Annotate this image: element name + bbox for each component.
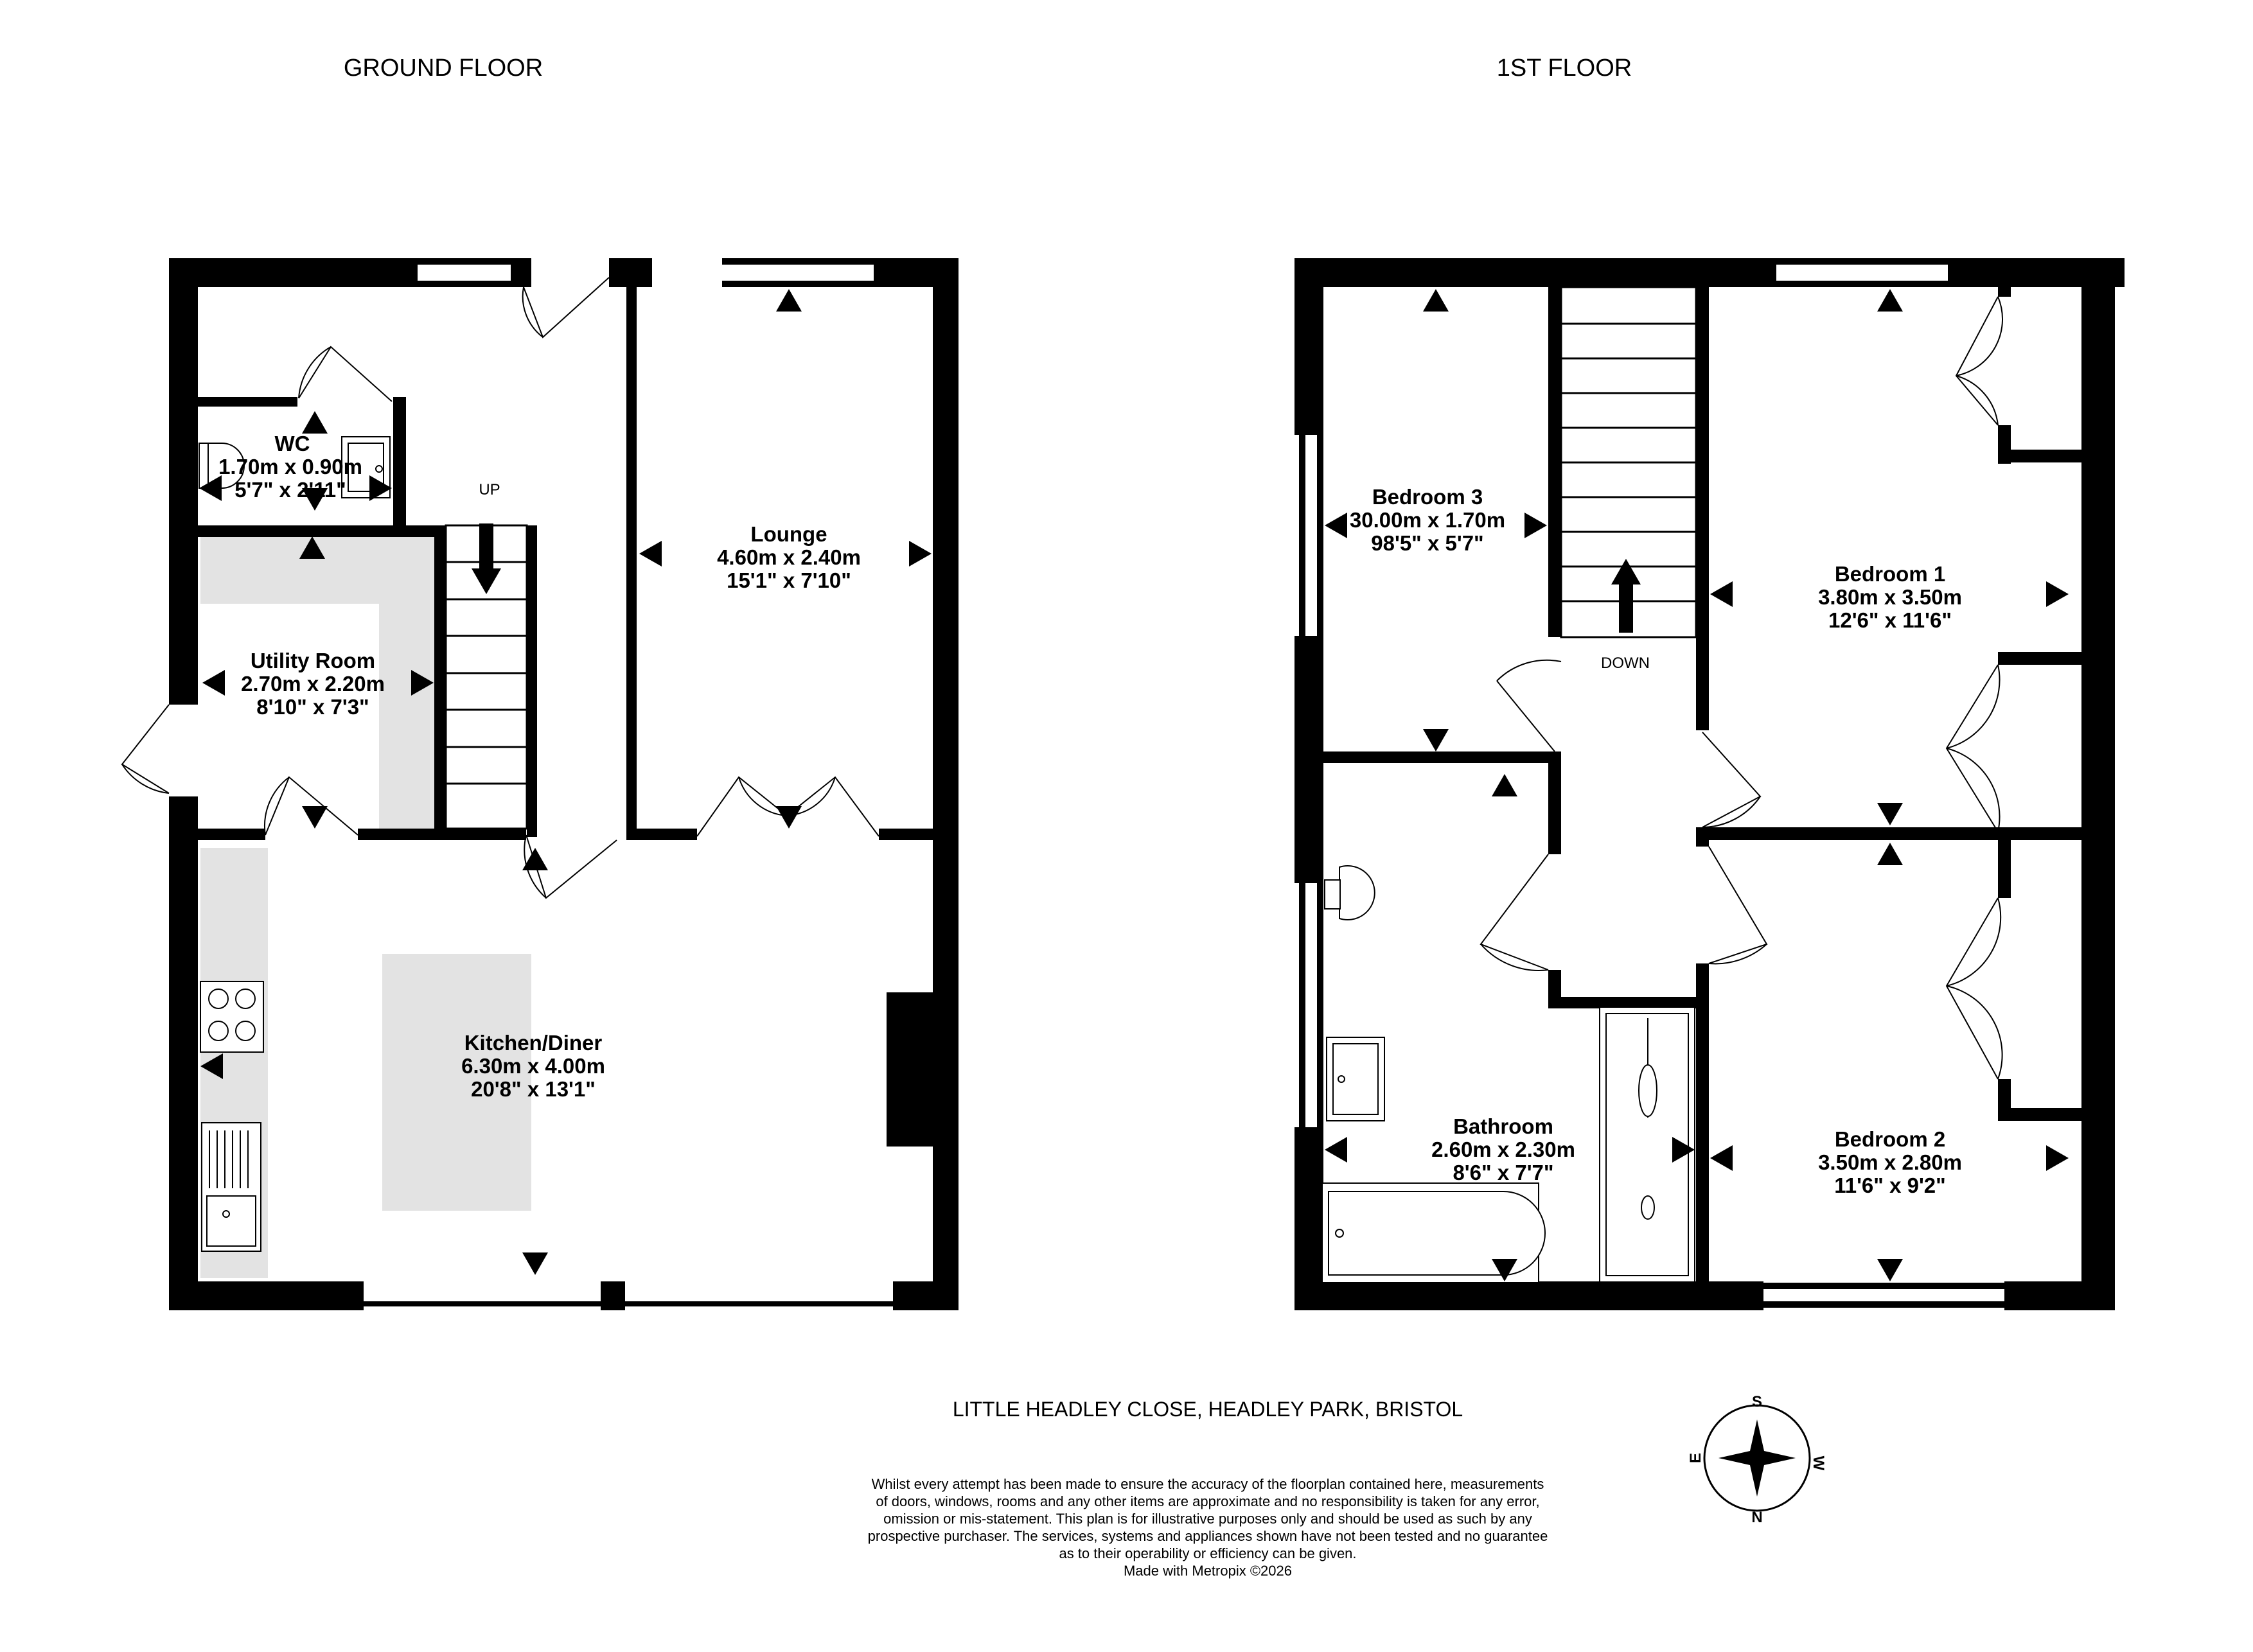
disclaimer-line: prospective purchaser. The services, sys… — [868, 1528, 1548, 1544]
compass-rose-icon: S N W E — [1687, 1393, 1827, 1526]
kitchen-name: Kitchen/Diner — [464, 1031, 603, 1055]
bedroom2-imperial: 11'6" x 9'2" — [1834, 1173, 1946, 1197]
disclaimer-line: Made with Metropix ©2026 — [1124, 1563, 1292, 1579]
property-address: LITTLE HEADLEY CLOSE, HEADLEY PARK, BRIS… — [953, 1398, 1463, 1421]
first-floor-heading: 1ST FLOOR — [1497, 55, 1632, 82]
ground-walls — [169, 258, 959, 1310]
ground-floor-heading: GROUND FLOOR — [344, 55, 543, 82]
ground-floor-plan: UP — [121, 258, 959, 1310]
first-walls — [1294, 258, 2125, 1310]
room-bathroom: Bathroom 2.60m x 2.30m 8'6" x 7'7" — [1431, 1114, 1575, 1184]
room-bedroom1: Bedroom 1 3.80m x 3.50m 12'6" x 11'6" — [1818, 562, 1962, 632]
kitchen-imperial: 20'8" x 13'1" — [471, 1077, 596, 1101]
first-stairs — [1560, 286, 1697, 638]
lounge-metric: 4.60m x 2.40m — [717, 545, 861, 569]
wc-name: WC — [275, 432, 310, 455]
compass-n: N — [1751, 1509, 1762, 1526]
bedroom3-metric: 30.00m x 1.70m — [1350, 508, 1505, 532]
room-lounge: Lounge 4.60m x 2.40m 15'1" x 7'10" — [717, 522, 861, 592]
disclaimer-line: as to their operability or efficiency ca… — [1059, 1545, 1356, 1561]
compass-w: W — [1810, 1456, 1827, 1471]
first-floor-plan: DOWN — [1294, 258, 2125, 1310]
floor-fills — [200, 536, 531, 1278]
disclaimer-line: of doors, windows, rooms and any other i… — [876, 1493, 1539, 1509]
bedroom2-metric: 3.50m x 2.80m — [1818, 1150, 1962, 1174]
room-bedroom3: Bedroom 3 30.00m x 1.70m 98'5" x 5'7" — [1350, 485, 1505, 555]
stairs-down-label: DOWN — [1601, 655, 1650, 672]
kitchen-sink-icon — [201, 1122, 261, 1252]
wc-imperial: 5'7" x 2'11" — [234, 478, 346, 502]
lounge-imperial: 15'1" x 7'10" — [727, 568, 851, 592]
compass-e: E — [1687, 1453, 1704, 1463]
disclaimer-line: omission or mis-statement. This plan is … — [883, 1511, 1532, 1527]
room-bedroom2: Bedroom 2 3.50m x 2.80m 11'6" x 9'2" — [1818, 1127, 1962, 1197]
bedroom3-imperial: 98'5" x 5'7" — [1371, 531, 1483, 555]
room-utility: Utility Room 2.70m x 2.20m 8'10" x 7'3" — [241, 649, 385, 719]
bedroom1-imperial: 12'6" x 11'6" — [1828, 608, 1952, 632]
ground-doors — [121, 277, 879, 899]
bedroom1-name: Bedroom 1 — [1835, 562, 1945, 586]
utility-imperial: 8'10" x 7'3" — [256, 695, 369, 719]
room-wc: WC 1.70m x 0.90m 5'7" x 2'11" — [218, 432, 362, 502]
stairs-up-label: UP — [479, 481, 500, 498]
wc-metric: 1.70m x 0.90m — [218, 455, 362, 479]
bathroom-name: Bathroom — [1453, 1114, 1553, 1138]
ground-dimension-arrows — [199, 289, 932, 1275]
hob-icon — [200, 981, 264, 1053]
bathroom-metric: 2.60m x 2.30m — [1431, 1138, 1575, 1161]
room-kitchen: Kitchen/Diner 6.30m x 4.00m 20'8" x 13'1… — [461, 1031, 605, 1101]
bathroom-imperial: 8'6" x 7'7" — [1453, 1161, 1553, 1184]
utility-metric: 2.70m x 2.20m — [241, 672, 385, 696]
first-doors — [1480, 296, 2003, 1080]
disclaimer: Whilst every attempt has been made to en… — [868, 1476, 1548, 1579]
bedroom2-name: Bedroom 2 — [1835, 1127, 1945, 1151]
disclaimer-line: Whilst every attempt has been made to en… — [872, 1476, 1544, 1492]
first-dimension-arrows — [1325, 289, 2069, 1281]
lounge-name: Lounge — [750, 522, 827, 546]
bathroom-fixtures — [1321, 865, 1695, 1283]
utility-name: Utility Room — [251, 649, 375, 672]
compass-s: S — [1752, 1393, 1762, 1410]
kitchen-metric: 6.30m x 4.00m — [461, 1054, 605, 1078]
bedroom1-metric: 3.80m x 3.50m — [1818, 585, 1962, 609]
bedroom3-name: Bedroom 3 — [1372, 485, 1483, 509]
